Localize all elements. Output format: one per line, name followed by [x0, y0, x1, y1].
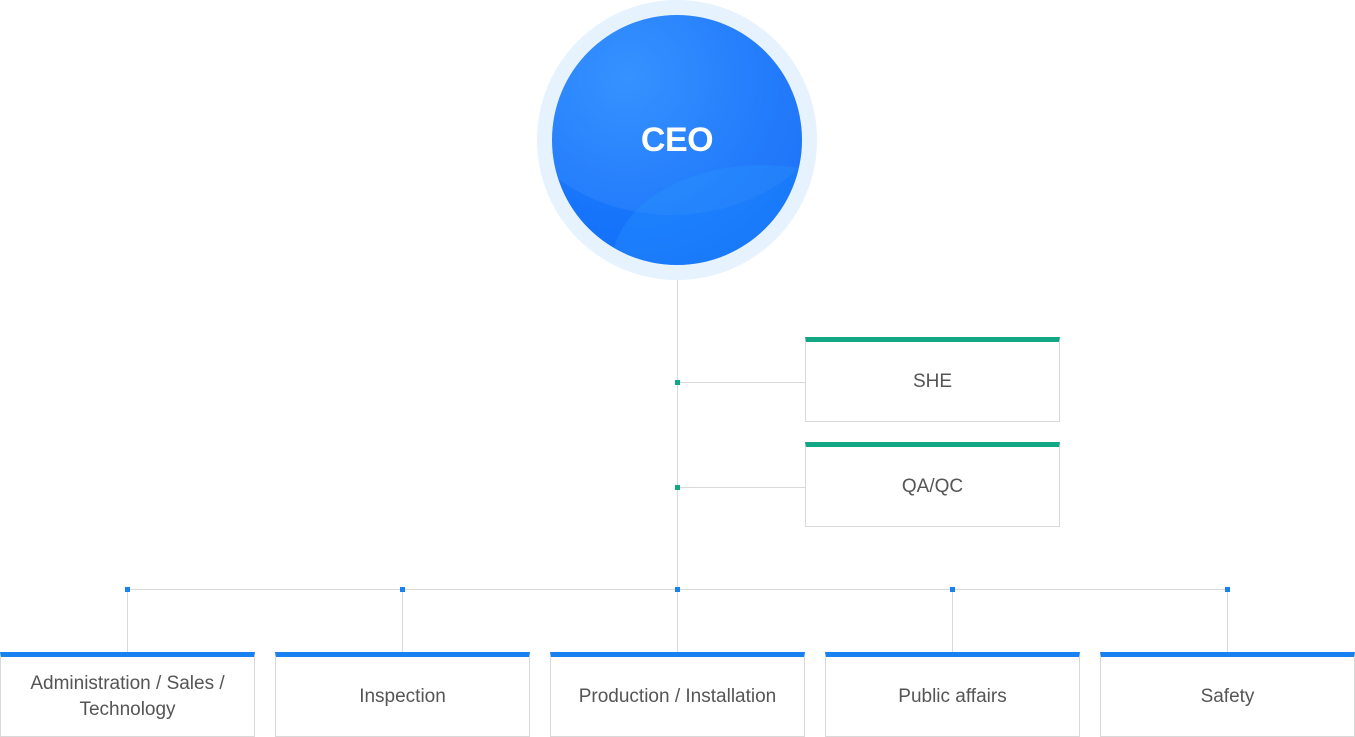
department-drop-connector	[952, 589, 953, 652]
staff-box-she: SHE	[805, 337, 1060, 422]
she-connector-dot	[675, 380, 680, 385]
she-connector	[677, 382, 805, 383]
department-drop-connector	[127, 589, 128, 652]
ceo-label: CEO	[640, 120, 714, 159]
qaqc-connector-dot	[675, 485, 680, 490]
department-box-public-affairs: Public affairs	[825, 652, 1080, 737]
department-connector-dot	[675, 587, 680, 592]
staff-box-qaqc: QA/QC	[805, 442, 1060, 527]
department-label: Administration / Sales / Technology	[30, 672, 225, 720]
department-label: Production / Installation	[578, 685, 777, 707]
department-label: Public affairs	[898, 685, 1007, 707]
department-label: Inspection	[359, 685, 446, 707]
ceo-node: CEO	[552, 15, 802, 265]
department-drop-connector	[1227, 589, 1228, 652]
department-box-inspection: Inspection	[275, 652, 530, 737]
qaqc-connector	[677, 487, 805, 488]
department-connector-dot	[1225, 587, 1230, 592]
trunk-connector	[677, 280, 678, 652]
department-label: Safety	[1200, 685, 1255, 707]
staff-label: QA/QC	[901, 475, 964, 497]
department-connector-dot	[400, 587, 405, 592]
department-connector-dot	[950, 587, 955, 592]
department-box-administration: Administration / Sales / Technology	[0, 652, 255, 737]
department-box-production: Production / Installation	[550, 652, 805, 737]
department-connector-dot	[125, 587, 130, 592]
department-drop-connector	[402, 589, 403, 652]
staff-label: SHE	[912, 370, 953, 392]
department-box-safety: Safety	[1100, 652, 1355, 737]
